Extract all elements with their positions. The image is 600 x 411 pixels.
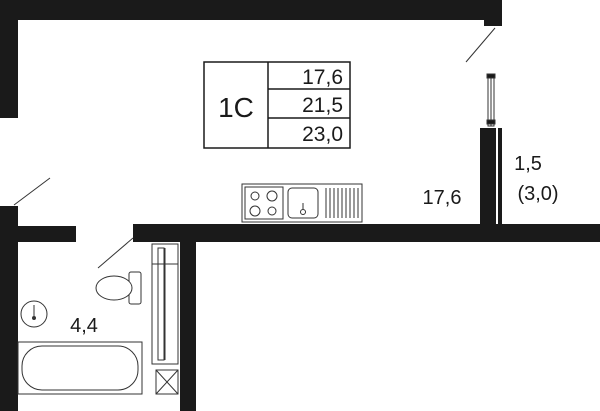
kitchen-counter <box>241 183 363 223</box>
door-lines <box>13 27 496 269</box>
balcony-area-full: (3,0) <box>517 183 558 205</box>
bath-shelf <box>151 243 179 365</box>
washbasin <box>20 300 48 328</box>
wall-balcony-divider-thin <box>498 128 502 224</box>
info-table <box>203 61 351 149</box>
bathroom-area: 4,4 <box>70 315 98 337</box>
burner-4 <box>267 206 277 216</box>
wall-top <box>0 0 502 20</box>
area-total-with-balcony: 23,0 <box>302 123 343 146</box>
area-total: 21,5 <box>302 94 343 117</box>
toilet <box>95 271 142 305</box>
wall-partition-main <box>133 224 600 242</box>
wall-balcony-divider <box>480 128 496 224</box>
info-table-frame <box>203 61 351 149</box>
burner-3 <box>249 205 261 217</box>
burner-1 <box>250 191 260 201</box>
entry-door-line <box>13 177 51 206</box>
wall-bath-right <box>180 242 196 411</box>
ventilation-shaft <box>155 369 179 395</box>
dish-drainer <box>325 188 359 218</box>
wall-top-right-stub <box>484 0 502 26</box>
sink-drain <box>300 209 306 215</box>
bath-door-line <box>97 237 134 269</box>
bathtub-inner <box>21 345 139 391</box>
living-room-area: 17,6 <box>423 187 462 209</box>
balcony-area: 1,5 <box>514 153 542 175</box>
apartment-type: 1С <box>218 92 254 123</box>
burner-2 <box>266 190 278 202</box>
area-living: 17,6 <box>302 66 343 89</box>
wall-partition-left <box>18 226 76 242</box>
wall-left-upper <box>0 0 18 118</box>
balcony-window <box>486 73 496 127</box>
balcony-window-cap-top <box>486 73 496 79</box>
balcony-door-line <box>465 27 496 63</box>
toilet-bowl <box>95 275 133 301</box>
wall-left-lower <box>0 206 18 411</box>
bathtub <box>17 341 143 395</box>
balcony-window-cap-bottom <box>486 119 496 125</box>
